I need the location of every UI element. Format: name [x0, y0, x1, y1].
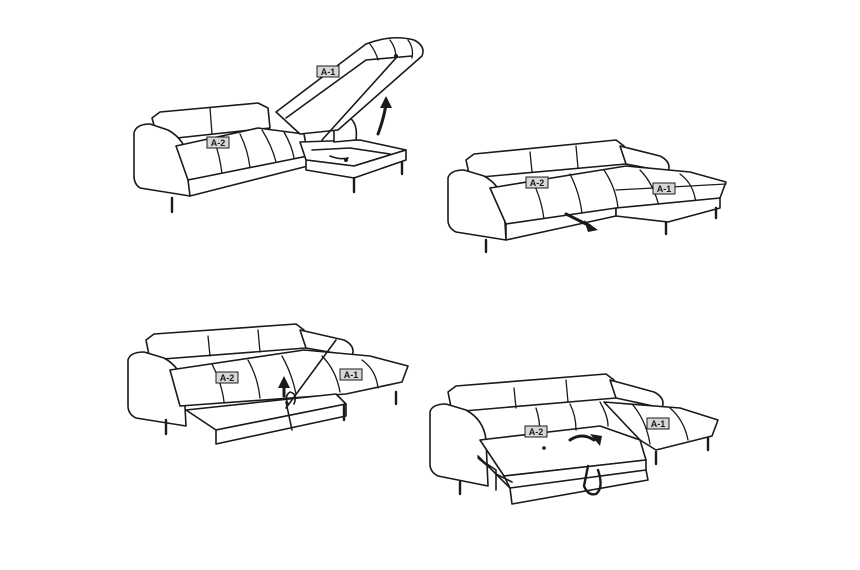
step-1-tag-a1: A-1 — [316, 65, 340, 78]
svg-text:A-1: A-1 — [344, 370, 359, 380]
step-1-open-storage: A-1 A-2 — [133, 36, 424, 214]
step-4-tag-a2: A-2 — [524, 425, 548, 438]
svg-text:A-1: A-1 — [321, 67, 336, 77]
step-3-seat — [169, 349, 409, 407]
step-1-lid — [275, 36, 424, 135]
step-1-gas-strut — [321, 57, 397, 141]
step-2-pull-seat: A-2 A-1 — [447, 139, 727, 254]
step-3-tag-a1: A-1 — [339, 368, 363, 381]
step-2-tag-a1: A-1 — [652, 182, 676, 195]
svg-text:A-2: A-2 — [211, 138, 226, 148]
step-3-strap — [285, 391, 297, 405]
step-4-left-arm — [429, 403, 489, 487]
step-3-lift-frame: A-2 A-1 — [127, 323, 409, 445]
step-4-backrest — [447, 373, 617, 413]
svg-text:A-1: A-1 — [657, 184, 672, 194]
svg-text:A-2: A-2 — [529, 427, 544, 437]
step-3-frame-front — [215, 403, 347, 445]
step-3-tag-a2: A-2 — [215, 371, 239, 384]
step-2-tag-a2: A-2 — [525, 176, 549, 189]
step-4-tag-a1: A-1 — [646, 417, 670, 430]
svg-text:A-2: A-2 — [220, 373, 235, 383]
step-4-unfold-arrow — [568, 434, 596, 442]
step-4-strap — [582, 464, 602, 496]
step-4-mattress — [479, 425, 647, 477]
svg-text:A-1: A-1 — [651, 419, 666, 429]
step-1-chaise-front — [305, 149, 407, 179]
step-4-frame — [477, 455, 649, 505]
step-1-lift-arrow — [376, 102, 388, 136]
step-1-tag-a2: A-2 — [206, 136, 230, 149]
step-4-unfold-bed: A-2 A-1 — [429, 373, 719, 505]
svg-text:A-2: A-2 — [530, 178, 545, 188]
